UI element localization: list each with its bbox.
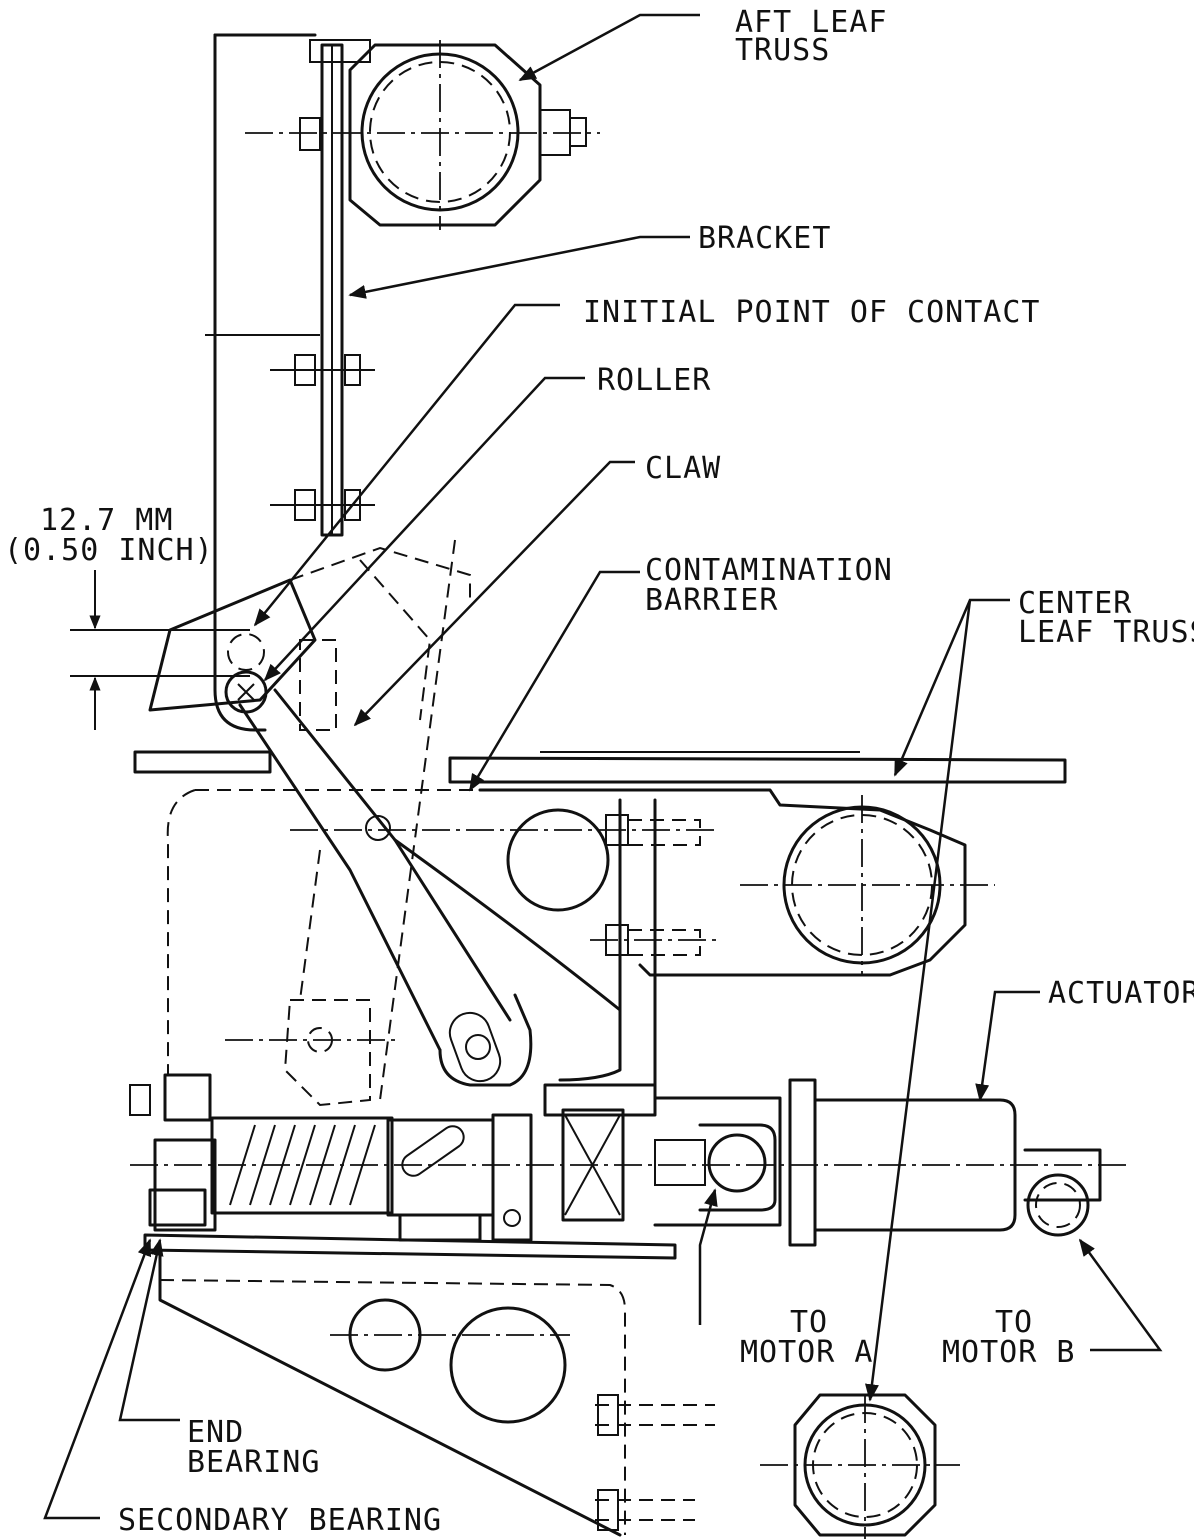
labels: AFT LEAF TRUSS BRACKET INITIAL POINT OF … bbox=[4, 5, 1194, 1538]
label-claw: CLAW bbox=[645, 451, 721, 486]
label-dimension-mm: 12.7 MM bbox=[40, 503, 173, 538]
label-to-motor-b-line2: MOTOR B bbox=[942, 1335, 1075, 1370]
label-secondary-bearing: SECONDARY BEARING bbox=[118, 1503, 442, 1538]
label-contamination-barrier-line1: CONTAMINATION bbox=[645, 553, 893, 588]
label-aft-leaf-truss-line1: AFT LEAF bbox=[735, 5, 888, 40]
contamination-barrier bbox=[133, 750, 1067, 784]
claw bbox=[148, 546, 622, 1087]
lower-plate bbox=[158, 1253, 715, 1537]
label-bracket: BRACKET bbox=[698, 221, 831, 256]
ball-screw bbox=[129, 1073, 1130, 1260]
leader-lines bbox=[43, 13, 1163, 1520]
label-aft-leaf-truss-line2: TRUSS bbox=[735, 33, 830, 68]
label-center-leaf-truss-line2: LEAF TRUSS bbox=[1018, 615, 1194, 650]
label-dimension-inch: (0.50 INCH) bbox=[4, 533, 214, 568]
label-to-motor-b-line1: TO bbox=[995, 1305, 1033, 1340]
label-to-motor-a-line1: TO bbox=[790, 1305, 828, 1340]
roller bbox=[224, 633, 337, 731]
center-leaf-truss-lower bbox=[760, 1393, 960, 1539]
aft-leaf-truss bbox=[348, 40, 587, 230]
center-leaf-truss-upper bbox=[740, 795, 995, 975]
label-center-leaf-truss-line1: CENTER bbox=[1018, 586, 1132, 621]
label-end-bearing-line2: BEARING bbox=[187, 1445, 320, 1480]
main-housing bbox=[166, 539, 967, 1107]
dimension-marker bbox=[70, 570, 250, 730]
label-initial-point-of-contact: INITIAL POINT OF CONTACT bbox=[583, 295, 1040, 330]
label-roller: ROLLER bbox=[597, 363, 711, 398]
actuator bbox=[653, 1078, 1102, 1247]
label-actuator: ACTUATOR bbox=[1048, 976, 1194, 1011]
label-to-motor-a-line2: MOTOR A bbox=[740, 1335, 873, 1370]
label-end-bearing-line1: END bbox=[187, 1415, 244, 1450]
label-contamination-barrier-line2: BARRIER bbox=[645, 583, 778, 618]
upper-bracket-plate bbox=[205, 33, 600, 732]
